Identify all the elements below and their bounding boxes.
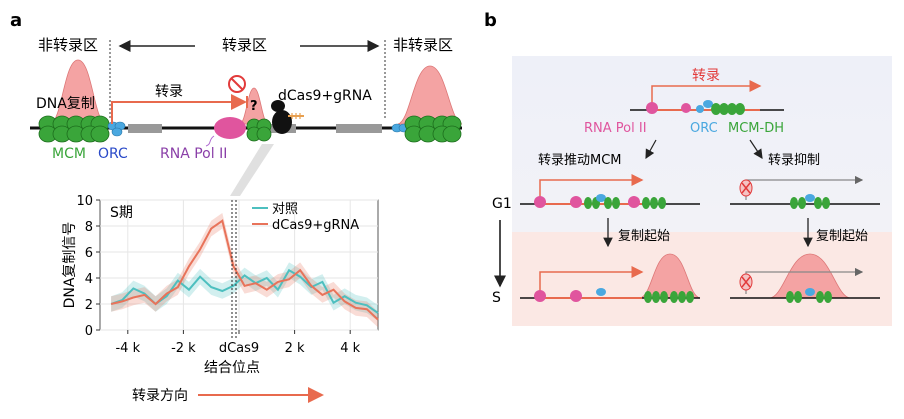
- mcm-complex-right: [404, 115, 462, 143]
- mcm-complex-middle: [246, 118, 272, 142]
- series-line-1: [110, 219, 379, 321]
- legend-control-label: 对照: [272, 202, 298, 217]
- y-tick-label: 4: [85, 272, 93, 287]
- non-transcribed-left-label: 非转录区: [38, 36, 98, 54]
- b-origin-right-label: 复制起始: [816, 229, 868, 244]
- b-s-right-peak: [769, 253, 851, 299]
- pol2-label: RNA Pol II: [160, 146, 227, 162]
- rna-transcript-icon: [205, 135, 215, 147]
- chart-y-ticks: 0 2 4 6 8 10: [76, 194, 100, 339]
- transcribed-region-label: 转录区: [222, 36, 267, 54]
- panel-a: a 非转录区 转录区 非转录区 DNA复制 转录: [10, 10, 463, 404]
- b-s-right-mcm: [786, 291, 832, 303]
- b-pol2-top: [646, 102, 658, 114]
- dcas9-label: dCas9+gRNA: [278, 88, 372, 104]
- b-orc-top-1: [681, 103, 691, 113]
- b-g1-orc: [596, 194, 606, 202]
- question-mark: ?: [250, 99, 258, 114]
- b-s-block-icon: [739, 273, 753, 291]
- rna-pol2-blob: [214, 117, 246, 139]
- gene-block-1: [128, 124, 162, 133]
- s-phase-label: S期: [110, 205, 133, 221]
- b-arrow-left-branch: [645, 139, 657, 160]
- panel-a-letter: a: [10, 10, 22, 31]
- y-axis-label: DNA复制信号: [61, 222, 78, 309]
- b-s-left-mcm: [644, 291, 694, 303]
- mcm-label: MCM: [52, 146, 86, 162]
- x-axis-label: 结合位点: [204, 360, 260, 376]
- b-g1-pol2-2: [570, 196, 582, 208]
- b-g1-right-orc: [805, 194, 815, 202]
- replication-peak-right: [397, 65, 463, 125]
- non-transcribed-right-label: 非转录区: [393, 36, 453, 54]
- b-transcription-arrow: [651, 80, 762, 106]
- panel-b-letter: b: [484, 10, 497, 31]
- b-g1-mcm-a: [584, 197, 600, 209]
- dcas9-icon: [271, 100, 304, 134]
- b-g1-label: G1: [492, 196, 512, 212]
- s-background: [512, 232, 892, 326]
- dna-replication-label: DNA复制: [36, 95, 95, 112]
- b-g1-pol2-3: [628, 196, 640, 208]
- y-tick-label: 8: [85, 220, 93, 235]
- b-mcm-top: [711, 103, 745, 115]
- replication-chart: 0 2 4 6 8 10 -4 k -2 k dCas9 2 k 4 k S期 对照 dCas9+…: [61, 194, 379, 376]
- chart-confidence-bands: [111, 213, 379, 328]
- b-g1-pol2-1: [534, 196, 546, 208]
- x-tick-label: -2 k: [171, 341, 196, 356]
- orc-label: ORC: [98, 146, 128, 162]
- legend-treatment-label: dCas9+gRNA: [272, 218, 359, 233]
- b-inhibit-label: 转录抑制: [768, 153, 820, 168]
- y-tick-label: 0: [85, 324, 93, 339]
- b-orc-label: ORC: [690, 121, 718, 136]
- b-mcm-dh-label: MCM-DH: [728, 121, 784, 136]
- b-pol2-label: RNA Pol II: [584, 121, 647, 136]
- chart-grid: [100, 199, 378, 331]
- chart-x-ticks: -4 k -2 k dCas9 2 k 4 k: [115, 330, 361, 356]
- b-s-left-peak: [639, 253, 701, 299]
- b-s-pol2-2: [570, 290, 582, 302]
- replication-peak-left: [49, 59, 107, 125]
- confidence-band-0: [111, 262, 379, 321]
- b-g1-left-arrow: [539, 174, 644, 200]
- transcription-label: 转录: [155, 84, 183, 100]
- b-s-pol2-1: [534, 290, 546, 302]
- b-s-label: S: [492, 290, 501, 306]
- b-g1-block-icon: [739, 179, 753, 197]
- b-g1-mcm-b: [604, 197, 666, 209]
- x-tick-label: 4 k: [340, 341, 360, 356]
- gene-block-3: [336, 124, 382, 133]
- mcm-complex-left: [38, 115, 110, 143]
- panel-b: b 转录 RNA Pol II ORC MCM-DH 转录推动MCM 转录抑制 …: [484, 10, 892, 326]
- b-arrow-right-branch: [749, 139, 763, 159]
- block-icon: [228, 75, 246, 93]
- transcription-direction-label: 转录方向: [132, 388, 188, 404]
- y-tick-label: 2: [85, 298, 93, 313]
- b-s-orc: [596, 288, 606, 296]
- b-transcription-label: 转录: [692, 68, 720, 84]
- chart-lines: [110, 219, 379, 321]
- b-origin-left-label: 复制起始: [618, 229, 670, 244]
- b-s-left-arrow: [539, 266, 644, 294]
- b-s-right-orc: [805, 288, 815, 296]
- y-tick-label: 6: [85, 246, 93, 261]
- transcription-arrow: [111, 94, 247, 124]
- x-tick-label: 2 k: [285, 341, 305, 356]
- x-tick-label: dCas9: [219, 341, 259, 356]
- x-tick-label: -4 k: [115, 341, 140, 356]
- zoom-funnel: [230, 144, 274, 196]
- y-tick-label: 10: [76, 194, 93, 209]
- b-g1-right-mcm: [790, 197, 830, 209]
- b-push-mcm-label: 转录推动MCM: [538, 153, 622, 168]
- b-orc-top: [696, 100, 713, 113]
- orc-left: [107, 121, 126, 137]
